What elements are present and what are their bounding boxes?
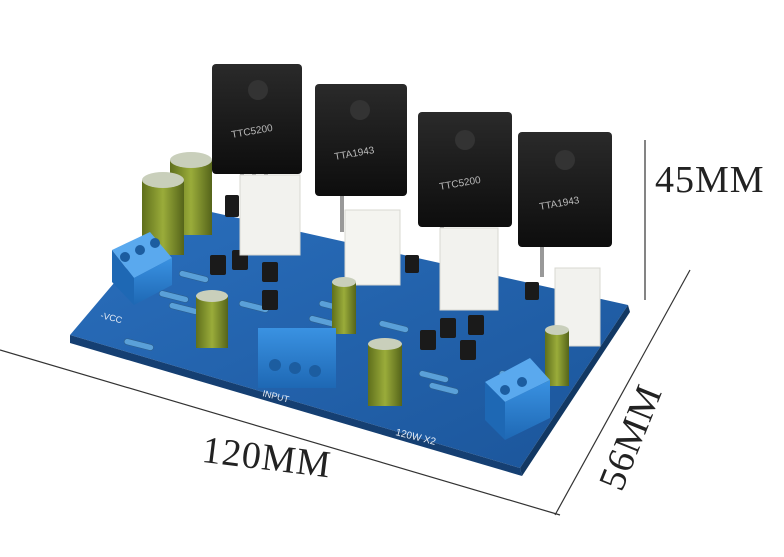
- cement-resistor-3: [439, 227, 499, 311]
- height-dimension-label: 45MM: [655, 159, 765, 201]
- capacitor-mid-3: [368, 338, 402, 406]
- cement-resistor-2: [344, 209, 401, 286]
- power-transistors: TTC5200 TTA1943 TTC5200 TTA1943: [212, 64, 612, 347]
- width-dimension-line: [0, 349, 561, 516]
- terminal-power: [112, 232, 172, 305]
- capacitor-large-2: [142, 172, 184, 255]
- power-transistor-2: TTA1943: [315, 84, 407, 232]
- terminal-input: [258, 328, 336, 388]
- power-transistor-3: TTC5200: [418, 112, 512, 257]
- capacitors: [142, 152, 569, 406]
- terminal-blocks: [112, 232, 550, 440]
- capacitor-mid-4: [545, 325, 569, 386]
- terminal-output: [485, 358, 550, 440]
- capacitor-mid-1: [196, 290, 228, 348]
- dimension-lines: [0, 140, 691, 516]
- depth-dimension-line: [554, 269, 691, 516]
- capacitor-mid-2: [332, 277, 356, 334]
- power-transistor-4: TTA1943: [518, 132, 612, 277]
- cement-resistor-1: [239, 174, 301, 256]
